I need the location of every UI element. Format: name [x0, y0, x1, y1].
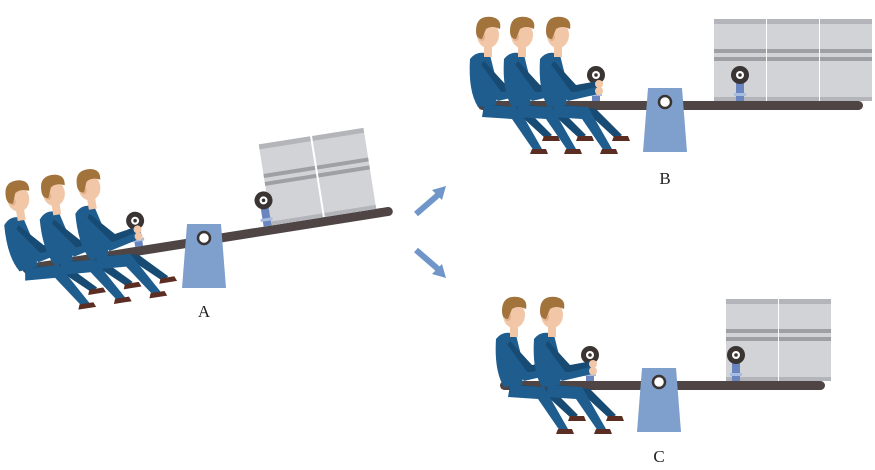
fulcrum-icon — [635, 366, 683, 434]
barrel-icon — [820, 19, 872, 101]
panel-a: A — [0, 127, 393, 321]
arrow-to-b — [414, 186, 446, 217]
fulcrum-icon — [641, 86, 689, 154]
fulcrum-icon — [180, 222, 228, 290]
barrel-icon — [312, 127, 377, 217]
panel-b: B — [469, 16, 872, 188]
seesaw-a — [0, 127, 393, 320]
person-icon — [533, 296, 624, 434]
arrow-to-c — [414, 247, 446, 278]
person-icon — [539, 16, 630, 155]
barrel-icon — [767, 19, 819, 101]
panel-c: C — [495, 296, 831, 466]
barrel-icon — [779, 299, 831, 381]
panel-label-b: B — [659, 169, 670, 188]
panel-label-c: C — [653, 447, 664, 466]
panel-label-a: A — [198, 302, 211, 321]
